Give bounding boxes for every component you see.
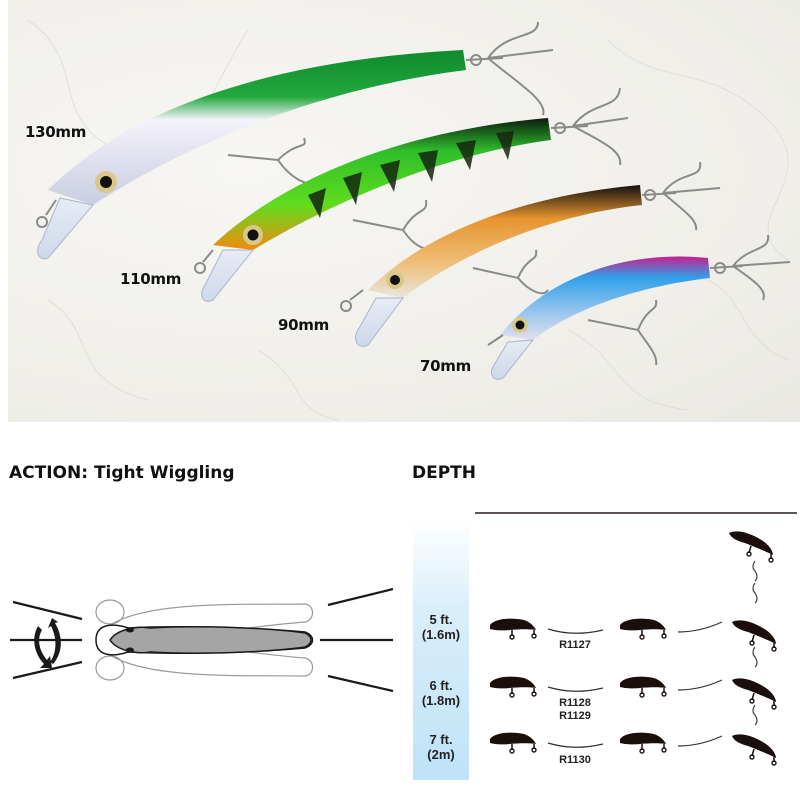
lure-silhouette-mid: [619, 731, 667, 754]
lure-silhouette-start: [489, 731, 537, 754]
model-label-r1128: R1128: [559, 697, 591, 709]
lure-top-view: [95, 624, 314, 656]
depth-level-7ft: 7 ft. (2m): [413, 732, 469, 762]
model-label-r1130: R1130: [559, 754, 591, 766]
squiggle-connector: [752, 646, 758, 668]
motion-guide-lines-left: [10, 600, 83, 680]
lure-silhouette-start: [489, 675, 537, 698]
depth-feet: 6 ft.: [429, 678, 453, 693]
lure-silhouette-surface: [728, 530, 774, 563]
water-surface-line: [475, 512, 797, 514]
depth-feet: 5 ft.: [429, 612, 453, 627]
dive-path-curve: [677, 735, 723, 747]
squiggle-connector: [752, 582, 758, 604]
depth-meters: (1.6m): [421, 627, 461, 642]
lure-lineup-illustration: [27, 19, 791, 421]
lure-110mm: [194, 87, 629, 302]
lure-silhouette-diving: [731, 619, 777, 652]
retrieve-path-curve: [547, 686, 604, 692]
depth-heading: DEPTH: [412, 463, 477, 483]
depth-meters: (1.8m): [421, 693, 461, 708]
dive-path-curve: [677, 621, 723, 633]
squiggle-connector: [752, 704, 758, 726]
product-photo: 130mm 110mm 90mm 70mm: [8, 0, 800, 422]
lure-silhouette-mid: [619, 675, 667, 698]
lure-130mm: [36, 21, 554, 260]
lure-silhouette-mid: [619, 617, 667, 640]
retrieve-path-curve: [547, 742, 604, 748]
size-label-90mm: 90mm: [278, 316, 329, 334]
model-label-r1127: R1127: [559, 639, 591, 651]
action-heading: ACTION: Tight Wiggling: [9, 463, 235, 483]
depth-scale-column: 5 ft. (1.6m) 6 ft. (1.8m) 7 ft. (2m): [413, 519, 469, 780]
lure-silhouette-diving: [731, 733, 777, 766]
wiggle-arrows-icon: [34, 618, 61, 668]
lure-silhouette-diving: [731, 677, 777, 710]
depth-level-6ft: 6 ft. (1.8m): [413, 678, 469, 708]
depth-level-5ft: 5 ft. (1.6m): [413, 612, 469, 642]
lure-70mm: [487, 234, 791, 380]
size-label-110mm: 110mm: [120, 270, 182, 288]
depth-feet: 7 ft.: [429, 732, 453, 747]
depth-meters: (2m): [427, 747, 455, 762]
size-label-130mm: 130mm: [25, 123, 87, 141]
retrieve-path-curve: [547, 628, 604, 634]
action-diagram: [10, 587, 394, 693]
dive-path-curve: [677, 679, 723, 691]
model-label-r1129: R1129: [559, 710, 591, 722]
size-label-70mm: 70mm: [420, 357, 471, 375]
lure-90mm: [340, 161, 721, 347]
lure-silhouette-start: [489, 617, 537, 640]
motion-guide-lines-right: [320, 587, 394, 693]
squiggle-connector: [752, 560, 758, 582]
